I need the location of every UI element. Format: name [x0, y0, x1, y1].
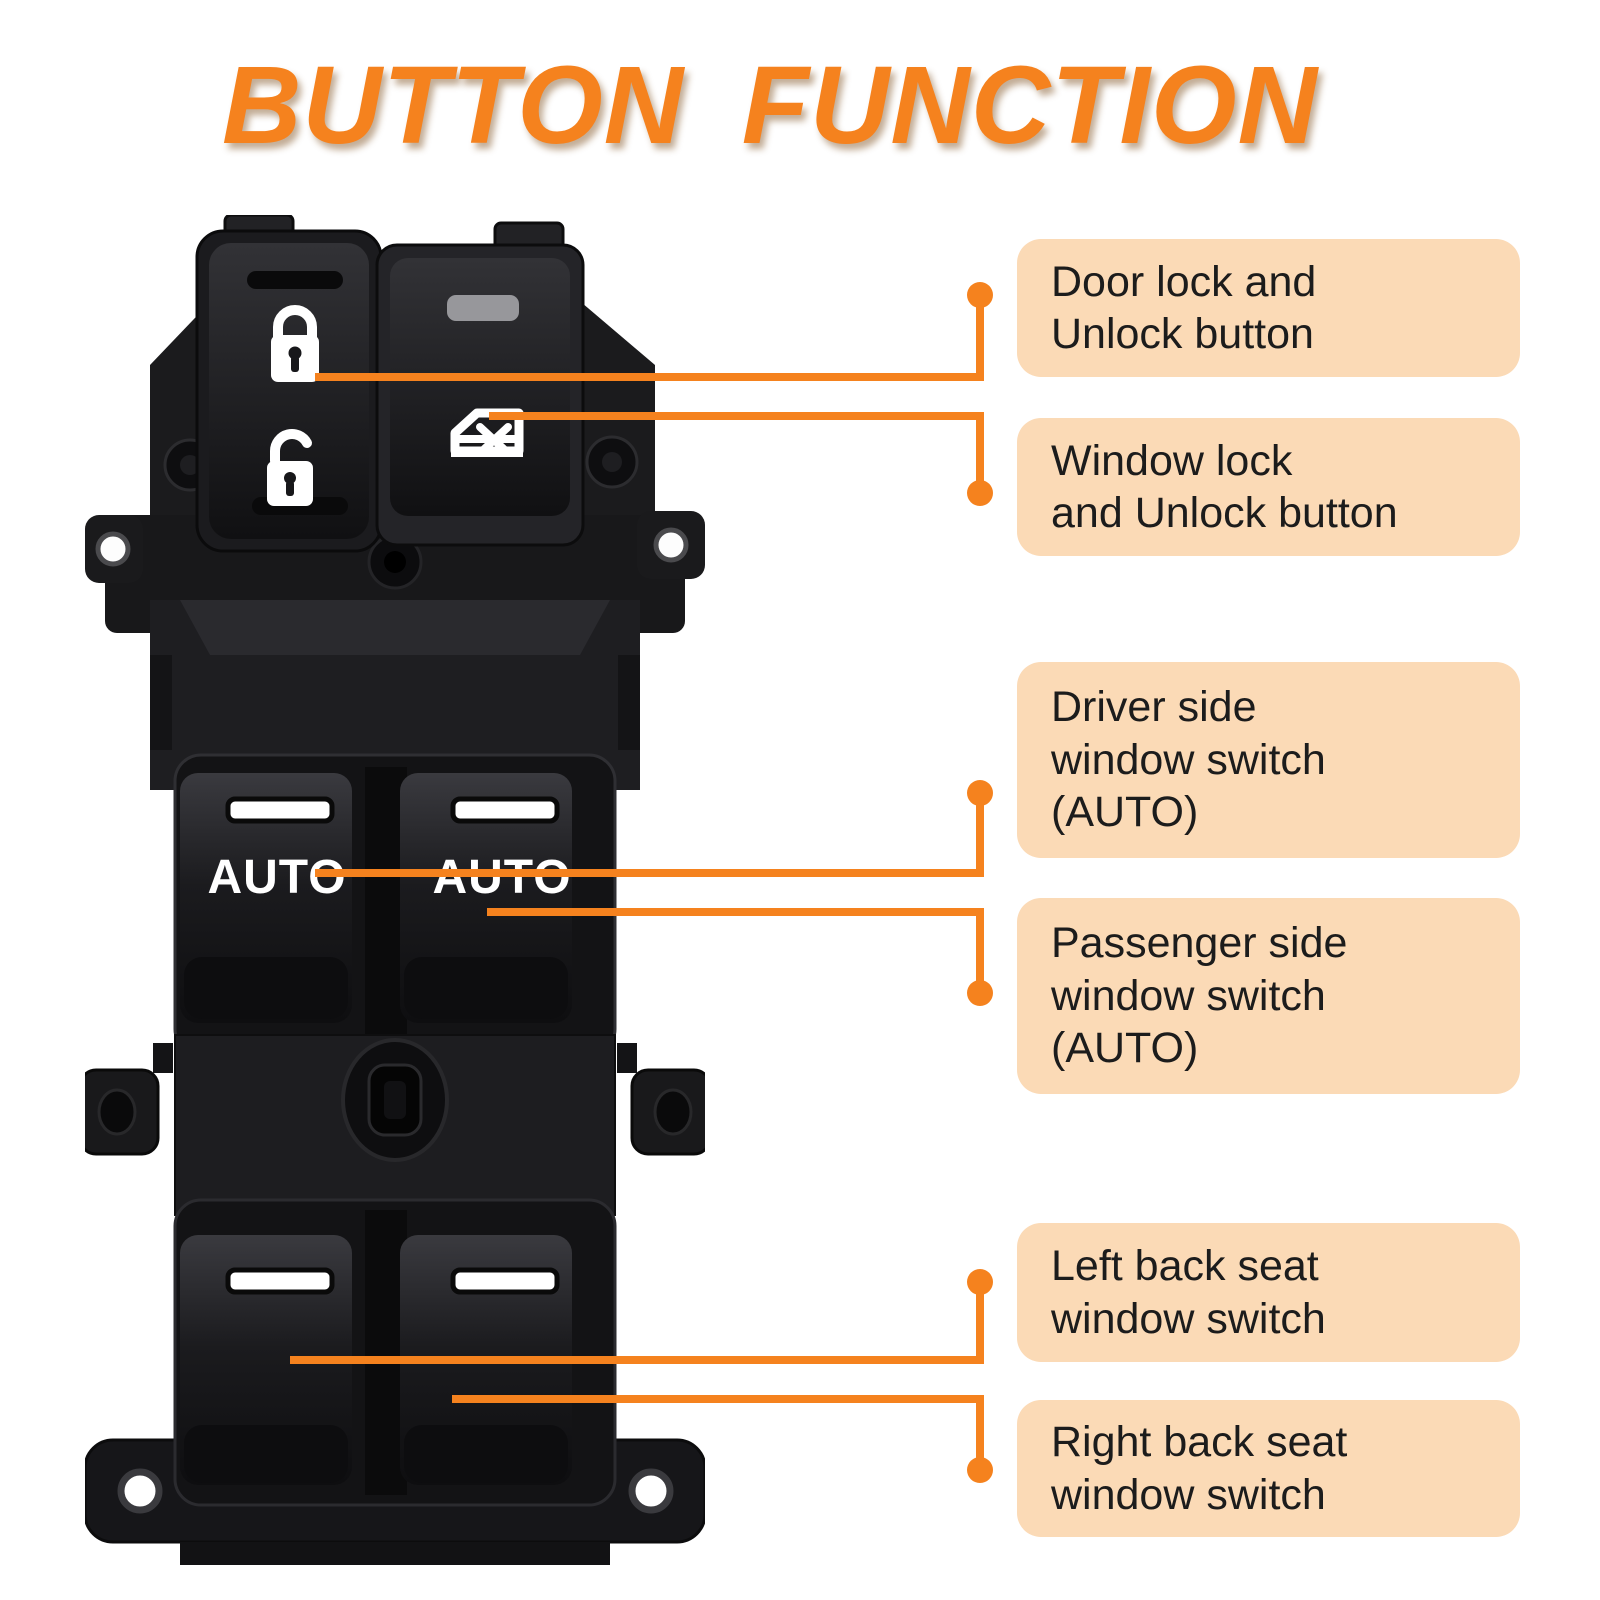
keyhole-notch — [384, 1081, 406, 1119]
callout-window-lock: Window lock and Unlock button — [1017, 418, 1520, 556]
callout-right-back: Right back seat window switch — [1017, 1400, 1520, 1537]
rear-left-switch — [180, 1235, 352, 1485]
joint-clip-left — [153, 1043, 173, 1073]
callout-driver-window-text: Driver side window switch (AUTO) — [1051, 683, 1326, 837]
connector-window-lock — [489, 412, 984, 420]
connector-driver-window-riser — [976, 793, 984, 873]
callout-door-lock: Door lock and Unlock button — [1017, 239, 1520, 377]
connector-right-back — [452, 1395, 984, 1403]
door-lock-button-face — [209, 243, 369, 539]
neck-sheen — [180, 600, 610, 655]
connector-driver-window — [315, 869, 984, 877]
callout-left-back: Left back seat window switch — [1017, 1223, 1520, 1362]
passenger-auto-switch: AUTO — [400, 773, 572, 1023]
connector-door-lock — [315, 373, 984, 381]
connector-right-back-riser — [976, 1399, 984, 1470]
connector-right-back-dot — [967, 1457, 993, 1483]
connector-door-lock-riser — [976, 295, 984, 377]
callout-right-back-text: Right back seat window switch — [1051, 1418, 1348, 1519]
connector-driver-window-dot — [967, 780, 993, 806]
product-illustration: AUTO AUTO — [85, 215, 705, 1565]
passenger-auto-label: AUTO — [432, 851, 571, 904]
ear-hole-right — [653, 527, 689, 563]
screw-boss-left-center — [180, 455, 200, 475]
lock-open-icon — [267, 429, 313, 506]
driver-auto-switch: AUTO — [180, 773, 352, 1023]
callout-passenger-window: Passenger side window switch (AUTO) — [1017, 898, 1520, 1094]
lock-closed-icon — [271, 305, 319, 382]
joint-ear-right — [630, 1068, 705, 1156]
passenger-switch-slot — [450, 796, 560, 824]
mounting-hole-right — [628, 1468, 674, 1514]
joint-clip-right — [617, 1043, 637, 1073]
callout-window-lock-text: Window lock and Unlock button — [1051, 436, 1398, 537]
rear-left-slot — [225, 1267, 335, 1295]
center-boss-hole — [384, 551, 406, 573]
rear-right-slot — [450, 1267, 560, 1295]
connector-window-lock-riser — [976, 416, 984, 493]
connector-passenger-window-dot — [967, 980, 993, 1006]
driver-auto-label: AUTO — [207, 851, 346, 904]
callout-left-back-text: Left back seat window switch — [1051, 1242, 1326, 1343]
mounting-hole-left — [117, 1468, 163, 1514]
connector-door-lock-dot — [967, 282, 993, 308]
joint-ear-left — [85, 1068, 160, 1156]
window-lock-indicator — [447, 295, 519, 321]
ear-hole-left — [95, 531, 131, 567]
callout-passenger-window-text: Passenger side window switch (AUTO) — [1051, 919, 1348, 1073]
bottom-lip — [180, 1542, 610, 1565]
page-title: BUTTON FUNCTION — [221, 44, 1319, 167]
connector-left-back-riser — [976, 1282, 984, 1360]
connector-window-lock-dot — [967, 480, 993, 506]
side-clip-left — [150, 655, 172, 750]
callout-door-lock-text: Door lock and Unlock button — [1051, 257, 1317, 358]
connector-passenger-window-riser — [976, 912, 984, 993]
window-lock-button-face — [390, 258, 570, 516]
connector-left-back-dot — [967, 1269, 993, 1295]
driver-switch-slot — [225, 796, 335, 824]
connector-passenger-window — [487, 908, 984, 916]
callout-driver-window: Driver side window switch (AUTO) — [1017, 662, 1520, 858]
side-clip-right — [618, 655, 640, 750]
door-lock-top-slot — [247, 271, 343, 289]
screw-boss-right-center — [602, 452, 622, 472]
connector-left-back — [290, 1356, 984, 1364]
